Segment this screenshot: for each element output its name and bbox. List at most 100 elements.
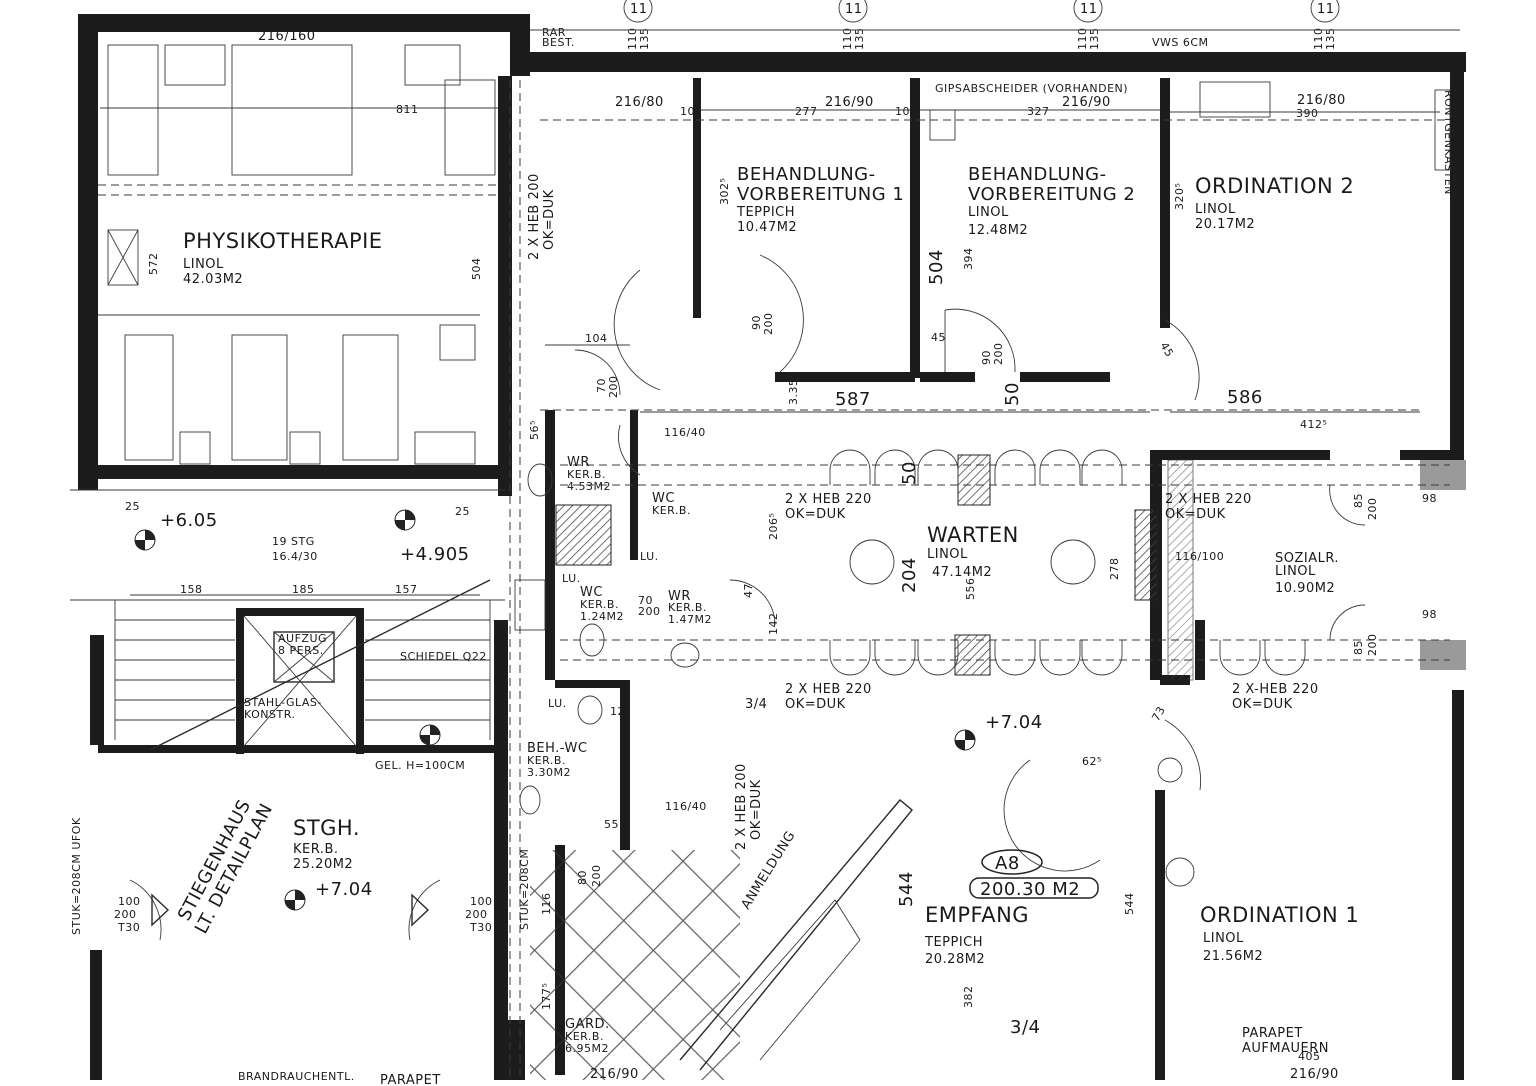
dim: 216/90 [1290,1067,1339,1082]
dim: 98 [1422,492,1437,505]
dim: T30 [117,921,140,934]
level-2: +4.905 [400,544,470,565]
rar-label: RAR [542,26,566,39]
dim: 90 [980,350,993,365]
dim: 158 [180,583,203,596]
parapet-label: PARAPET [1242,1026,1303,1041]
dim: 206⁵ [767,513,780,540]
dim: 135 [638,28,651,51]
dim: 200 [465,908,488,921]
dim: 200 [1366,634,1379,657]
heb-label-6: 2 X HEB 200 [734,763,749,850]
room-behwc-area: 3.30M2 [527,766,571,779]
dim: 216/80 [1297,93,1346,108]
lu-label-2: LU. [562,572,581,585]
room-wc1-floor: KER.B. [580,598,619,611]
stuk-mid-label: STUK=208CM [518,849,531,930]
room-physio-area: 42.03M2 [183,272,243,287]
dim: 10 [680,105,695,118]
stahlglas-label-1: STAHL-GLAS- [244,696,322,709]
dim: 382 [962,986,975,1009]
dim: 3.35 [787,379,800,406]
dim: 73 [1149,704,1168,723]
dim: 216/90 [825,95,874,110]
physio-furniture [107,44,496,465]
elevator [243,615,357,747]
dim: 572 [147,253,160,276]
okduk-label-5: OK=DUK [542,189,557,250]
dim: 25 [455,505,470,518]
entry-arrow-icon [411,893,430,927]
dim: 47 [742,583,755,598]
fraction-label-2: 3/4 [745,697,767,712]
schiedel-label: SCHIEDEL Q22 [400,650,487,663]
level-markers [134,509,976,911]
dim: 85 [1352,493,1365,508]
room-ordination2-name: ORDINATION 2 [1195,174,1354,198]
reception-counter [679,799,913,1071]
dim: 135 [1088,28,1101,51]
dim: 50 [1002,382,1023,406]
dim: 25 [125,500,140,513]
room-wrtop-floor: KER.B. [567,468,606,481]
dim: 110 [1312,28,1325,51]
dim: 110 [841,28,854,51]
dim: 320⁵ [1173,183,1186,210]
dim: 216/80 [615,95,664,110]
dim: 100 [118,895,141,908]
room-wr1-floor: KER.B. [668,601,707,614]
brandrauch-label: BRANDRAUCHENTL. [238,1070,355,1083]
dim: 504 [470,258,483,281]
dim: 200 [114,908,137,921]
dim: 98 [1422,608,1437,621]
dim: 200 [638,605,661,618]
room-stgh-name: STGH. [293,816,360,840]
dim: 116/40 [665,800,707,813]
aufmauern-label: AUFMAUERN [1242,1041,1329,1056]
stuk-left-label: STUK=208CM UFOK [70,817,83,935]
dim: 85 [1352,640,1365,655]
dim: 327 [1027,105,1050,118]
dim: 504 [926,249,947,285]
room-ordination2-area: 20.17M2 [1195,217,1255,232]
dim: 811 [396,103,419,116]
room-warten-area: 47.14M2 [932,565,992,580]
dim: 185 [292,583,315,596]
room-behandlung1-area: 10.47M2 [737,220,797,235]
room-wrtop-area: 4.53M2 [567,480,611,493]
dim: 216/90 [590,1067,639,1082]
vws-label: VWS 6CM [1152,36,1209,49]
dim: 62⁵ [1082,755,1102,768]
dim: 56⁵ [528,420,541,440]
room-wrtop-name: WR [567,455,590,470]
window-tags: 11 11 11 11 [623,0,1340,23]
dim: 405 [1298,1050,1321,1063]
dim: 200 [992,343,1005,366]
garderobe-tiles [530,850,740,1080]
dim: 90 [750,315,763,330]
room-ordination1-name: ORDINATION 1 [1200,903,1359,927]
dim: 390 [1296,107,1319,120]
room-empfang-name: EMPFANG [925,903,1029,927]
stg-label: 19 STG [272,535,315,548]
doors [129,254,1366,941]
room-behandlung1-floor: TEPPICH [736,205,795,220]
entry-arrow-icon [151,893,170,927]
dim: 544 [1123,893,1136,916]
heb-label-1: 2 X HEB 220 [785,492,872,507]
dim: 104 [585,332,608,345]
room-behandlung2-floor: LINOL [968,205,1009,220]
dim: 412⁵ [1300,418,1327,431]
dim: 80 [576,870,589,885]
room-behwc-floor: KER.B. [527,754,566,767]
dim: 556 [964,578,977,601]
room-labels: PHYSIKOTHERAPIE LINOL 42.03M2 BEHANDLUNG… [183,164,1359,1055]
okduk-label-4: OK=DUK [1232,697,1293,712]
window-tag-2: 11 [845,2,863,17]
walls [78,14,1466,1080]
dim: 200 [762,313,775,336]
area-badge: A8 200.30 M2 [969,849,1099,900]
gipsabscheider-label: GIPSABSCHEIDER (VORHANDEN) [935,82,1128,95]
best-label: BEST. [542,36,575,49]
